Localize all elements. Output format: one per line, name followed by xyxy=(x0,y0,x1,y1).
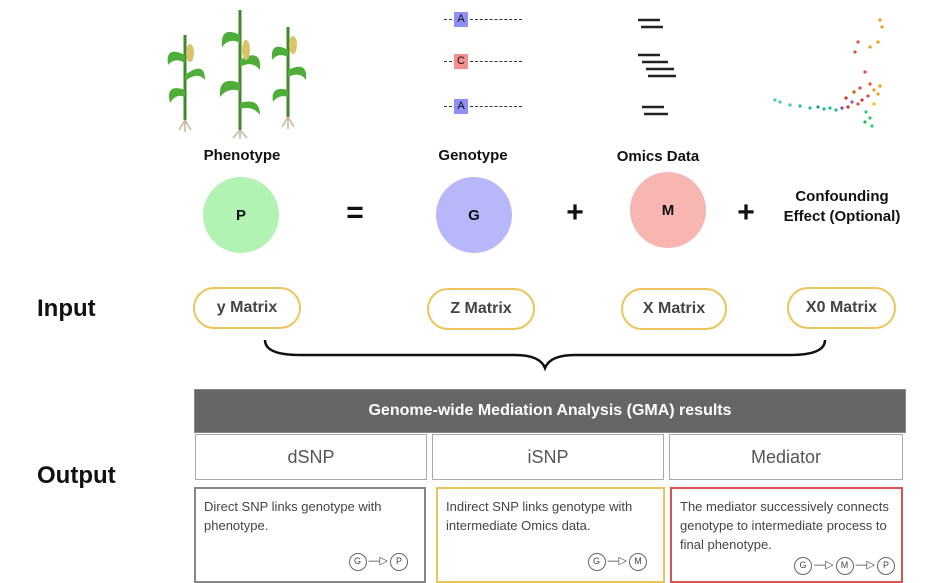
base-box: A xyxy=(454,99,468,114)
phenotype-circle: P xyxy=(203,177,279,253)
results-title-bar: Genome-wide Mediation Analysis (GMA) res… xyxy=(194,389,906,433)
node-mediator: M xyxy=(629,553,647,571)
omics-title: Omics Data xyxy=(598,148,718,165)
isnp-description-box: Indirect SNP links genotype with interme… xyxy=(436,487,665,583)
arrow-icon: —▷ xyxy=(814,556,833,575)
curly-brace xyxy=(260,335,830,375)
node-phenotype: P xyxy=(390,553,408,571)
dsnp-description-box: Direct SNP links genotype with phenotype… xyxy=(194,487,426,583)
genotype-circle: G xyxy=(436,177,512,253)
matrix-pill: Z Matrix xyxy=(427,288,535,330)
pathway-diagram: G —▷ M —▷ P xyxy=(794,556,895,575)
confounding-title-line2: Effect (Optional) xyxy=(772,207,912,227)
category-header-mediator: Mediator xyxy=(669,434,903,480)
sequence-line: A xyxy=(444,99,524,115)
pathway-diagram: G —▷ P xyxy=(349,552,408,571)
phenotype-title: Phenotype xyxy=(182,147,302,164)
confounding-title-line1: Confounding xyxy=(772,187,912,207)
node-genotype: G xyxy=(794,557,812,575)
base-box: A xyxy=(454,12,468,27)
omics-circle: M xyxy=(630,172,706,248)
mediator-description-box: The mediator successively connects genot… xyxy=(670,487,903,583)
input-label: Input xyxy=(37,295,96,323)
node-genotype: G xyxy=(349,553,367,571)
matrix-pill: y Matrix xyxy=(193,287,301,329)
output-label: Output xyxy=(37,462,116,490)
sequence-line: A xyxy=(444,12,524,28)
mediator-description: The mediator successively connects genot… xyxy=(680,497,893,554)
equals-sign: = xyxy=(340,196,370,230)
genotype-sequences: A C A xyxy=(444,12,524,122)
category-header-dsnp: dSNP xyxy=(195,434,427,480)
base-box: C xyxy=(454,54,468,69)
pathway-diagram: G —▷ M xyxy=(588,552,647,571)
node-mediator: M xyxy=(836,557,854,575)
plus-sign: + xyxy=(731,196,761,230)
arrow-icon: —▷ xyxy=(608,552,627,571)
sequence-line: C xyxy=(444,54,524,70)
arrow-icon: —▷ xyxy=(369,552,388,571)
node-phenotype: P xyxy=(877,557,895,575)
matrix-pill: X0 Matrix xyxy=(787,287,896,329)
corn-plants-illustration xyxy=(160,5,310,140)
matrix-pill: X Matrix xyxy=(621,288,727,330)
arrow-icon: —▷ xyxy=(856,556,875,575)
omics-scatter-icon xyxy=(770,12,895,137)
confounding-title: Confounding Effect (Optional) xyxy=(772,187,912,227)
node-genotype: G xyxy=(588,553,606,571)
genotype-title: Genotype xyxy=(413,147,533,164)
plus-sign: + xyxy=(560,196,590,230)
dsnp-description: Direct SNP links genotype with phenotype… xyxy=(204,497,416,535)
omics-reads-icon xyxy=(636,15,686,120)
category-header-isnp: iSNP xyxy=(432,434,664,480)
isnp-description: Indirect SNP links genotype with interme… xyxy=(446,497,655,535)
